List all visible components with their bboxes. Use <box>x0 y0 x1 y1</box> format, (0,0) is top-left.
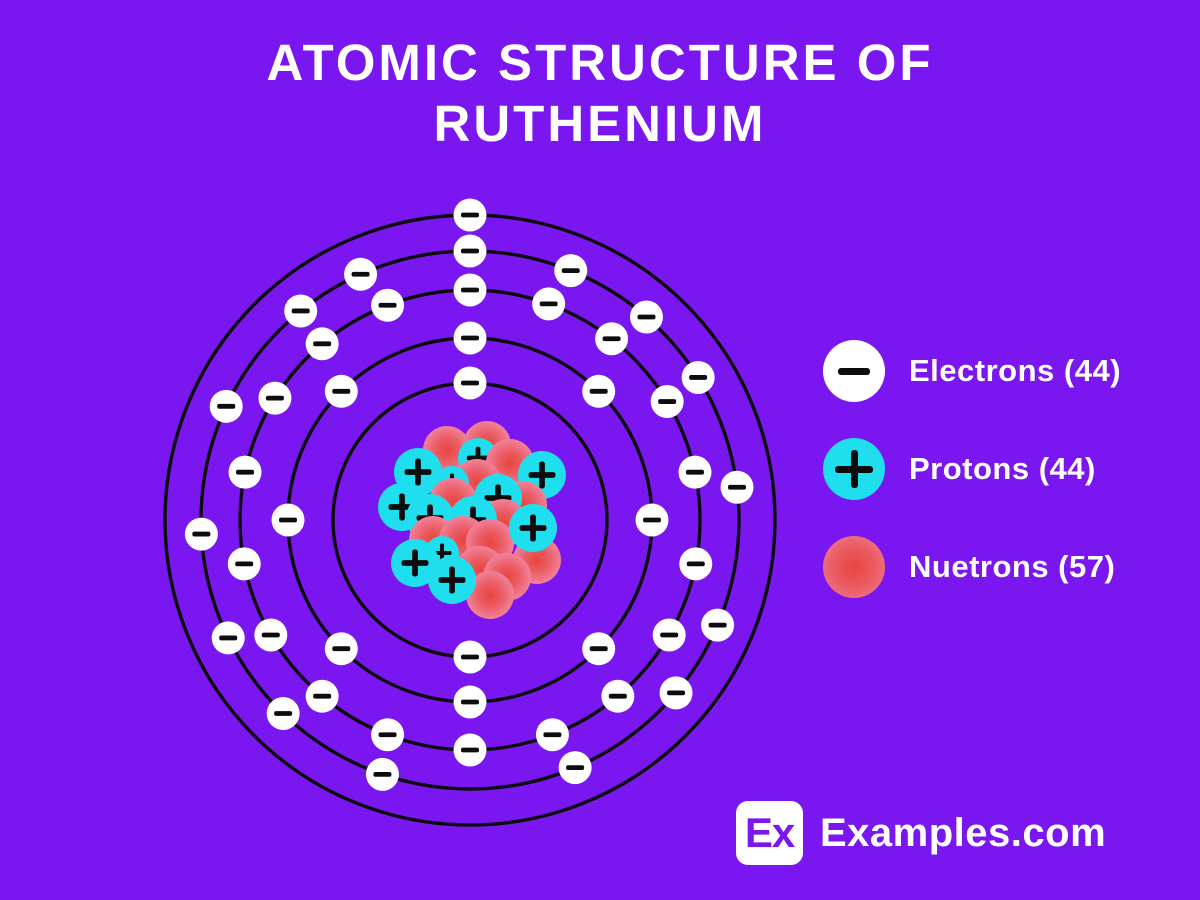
legend-label-protons: Protons (44) <box>909 451 1096 486</box>
legend: Electrons (44) Protons (44) Nuetrons (57… <box>823 340 1121 634</box>
plus-icon <box>835 450 873 488</box>
minus-icon <box>566 765 585 771</box>
minus-icon <box>838 367 870 375</box>
minus-icon <box>274 711 293 716</box>
minus-icon <box>637 314 656 320</box>
proton-icon <box>823 438 885 500</box>
plus-icon <box>412 549 418 577</box>
minus-icon <box>461 212 479 218</box>
minus-icon <box>589 646 608 652</box>
minus-icon <box>686 561 705 567</box>
plus-icon <box>539 461 545 489</box>
minus-icon <box>378 302 397 308</box>
minus-icon <box>685 469 704 475</box>
neutron-icon <box>823 536 885 598</box>
minus-icon <box>236 469 255 475</box>
minus-icon <box>461 335 479 341</box>
legend-item-electrons: Electrons (44) <box>823 340 1121 402</box>
minus-icon <box>539 301 558 307</box>
electron-icon <box>823 340 885 402</box>
neutron <box>466 571 514 619</box>
page-title: ATOMIC STRUCTURE OF RUTHENIUM <box>0 32 1200 154</box>
minus-icon <box>291 308 310 314</box>
legend-item-neutrons: Nuetrons (57) <box>823 536 1121 598</box>
minus-icon <box>543 732 562 738</box>
minus-icon <box>378 732 397 738</box>
minus-icon <box>727 484 746 490</box>
minus-icon <box>660 632 679 638</box>
minus-icon <box>689 375 708 380</box>
atom-root <box>163 198 777 827</box>
minus-icon <box>235 561 254 567</box>
plus-icon <box>399 493 405 521</box>
title-line-1: ATOMIC STRUCTURE OF <box>266 34 934 91</box>
minus-icon <box>313 693 332 699</box>
plus-icon <box>530 514 536 542</box>
minus-icon <box>279 517 297 523</box>
brand-badge-text: Ex <box>744 809 795 856</box>
minus-icon <box>332 388 351 394</box>
minus-icon <box>219 635 238 641</box>
minus-icon <box>561 268 580 273</box>
legend-item-protons: Protons (44) <box>823 438 1121 500</box>
legend-label-electrons: Electrons (44) <box>909 353 1122 388</box>
legend-label-neutrons: Nuetrons (57) <box>909 549 1116 584</box>
minus-icon <box>708 622 727 628</box>
minus-icon <box>351 271 370 277</box>
minus-icon <box>217 403 236 409</box>
minus-icon <box>461 699 479 705</box>
minus-icon <box>461 248 479 254</box>
minus-icon <box>461 747 479 753</box>
examples-logo-icon: Ex <box>736 801 803 865</box>
minus-icon <box>373 771 392 777</box>
plus-icon <box>449 566 455 594</box>
minus-icon <box>265 395 284 401</box>
minus-icon <box>667 690 686 696</box>
minus-icon <box>313 341 332 347</box>
minus-icon <box>589 388 608 394</box>
minus-icon <box>608 693 627 699</box>
minus-icon <box>461 287 479 293</box>
brand-site-name: Examples.com <box>820 810 1107 855</box>
branding: Ex Examples.com <box>736 801 1106 865</box>
minus-icon <box>192 531 211 537</box>
minus-icon <box>658 399 677 404</box>
minus-icon <box>643 517 661 523</box>
minus-icon <box>602 336 621 342</box>
plus-icon <box>415 458 421 486</box>
minus-icon <box>332 646 351 652</box>
minus-icon <box>461 654 479 660</box>
minus-icon <box>461 380 479 386</box>
title-line-2: RUTHENIUM <box>433 95 767 152</box>
minus-icon <box>261 632 280 638</box>
